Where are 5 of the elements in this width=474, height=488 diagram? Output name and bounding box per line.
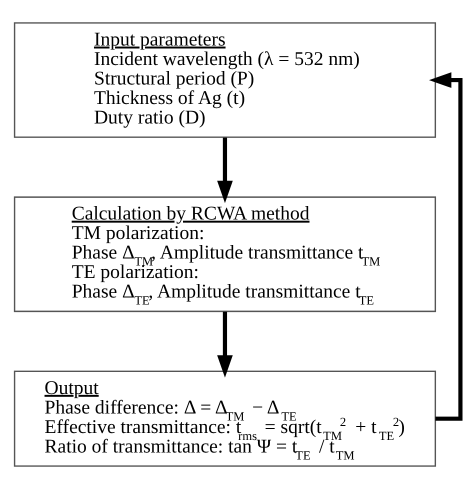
arrow	[216, 311, 232, 378]
node-box: Calculation by RCWA method TM polarization: Phase Δ$_{TM}$, Amplitude transmittance t$_{TM}$ TE polarization: Phase Δ$_{TE}$, Amplitude transmittance t$_{TE}$	[13, 196, 436, 312]
arrow	[216, 137, 232, 203]
node-box: Input parameters Incident wavelength (λ = 532 nm) Structural period (P) Thickness of Ag (t) Duty ratio (D)	[13, 22, 436, 138]
node-box: Output Phase difference: Δ = Δ$_{TM}$ − Δ$_{TE}$ Effective transmittance: t$_{rms}$ = sqrt(t$_{TM}$$^{2}$ + t$_{TE}$$^{2}$) Ratio of transmittance: tan Ψ = t$_{TE}$ / t$_{TM}$	[13, 370, 436, 466]
